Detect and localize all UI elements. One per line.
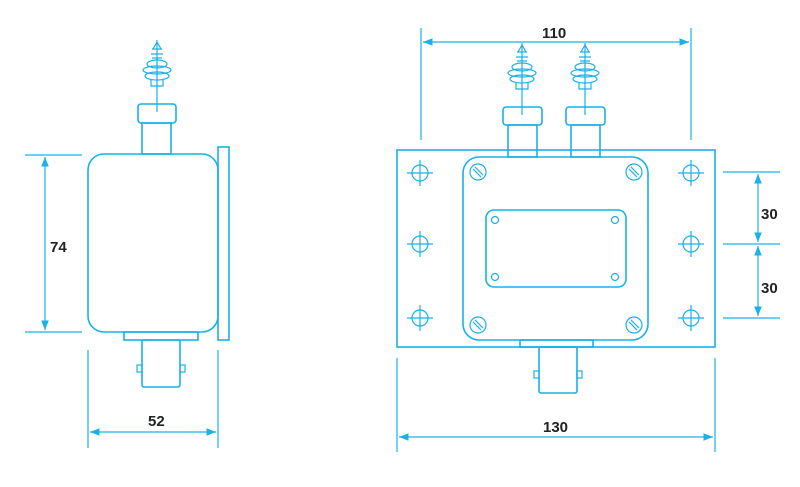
screw-icon bbox=[469, 316, 487, 334]
mounting-hole bbox=[406, 304, 434, 332]
hole-pitch-upper-label: 30 bbox=[761, 206, 778, 223]
width-dimension-label: 130 bbox=[543, 419, 568, 436]
hole-pitch-lower-label: 30 bbox=[761, 280, 778, 297]
height-dimension-label: 74 bbox=[50, 239, 67, 256]
mounting-plate bbox=[396, 149, 716, 348]
screw-icon bbox=[625, 163, 643, 181]
mounting-hole bbox=[406, 230, 434, 258]
mounting-hole bbox=[677, 230, 705, 258]
insulator-terminal bbox=[507, 42, 537, 116]
bottom-connector bbox=[141, 339, 181, 388]
connector-tab bbox=[136, 364, 143, 373]
insulator-terminal bbox=[142, 39, 172, 113]
insulator-terminal bbox=[570, 42, 600, 116]
mounting-hole bbox=[677, 159, 705, 187]
base-plate bbox=[123, 331, 199, 341]
capacitor-body bbox=[462, 156, 649, 341]
connector-tab bbox=[179, 364, 186, 373]
terminal-spacing-label: 110 bbox=[542, 25, 566, 42]
nameplate bbox=[485, 209, 627, 288]
capacitor-body bbox=[87, 153, 219, 333]
mounting-hole bbox=[406, 159, 434, 187]
front-view: 110 130 30 30 bbox=[396, 25, 780, 452]
terminal-neck bbox=[141, 122, 172, 155]
screw-icon bbox=[625, 316, 643, 334]
mounting-flange bbox=[217, 146, 230, 341]
side-view: 74 52 bbox=[25, 39, 230, 448]
width-dimension-label: 52 bbox=[148, 413, 165, 430]
screw-icon bbox=[469, 163, 487, 181]
bottom-connector bbox=[538, 346, 578, 394]
mounting-hole bbox=[677, 304, 705, 332]
